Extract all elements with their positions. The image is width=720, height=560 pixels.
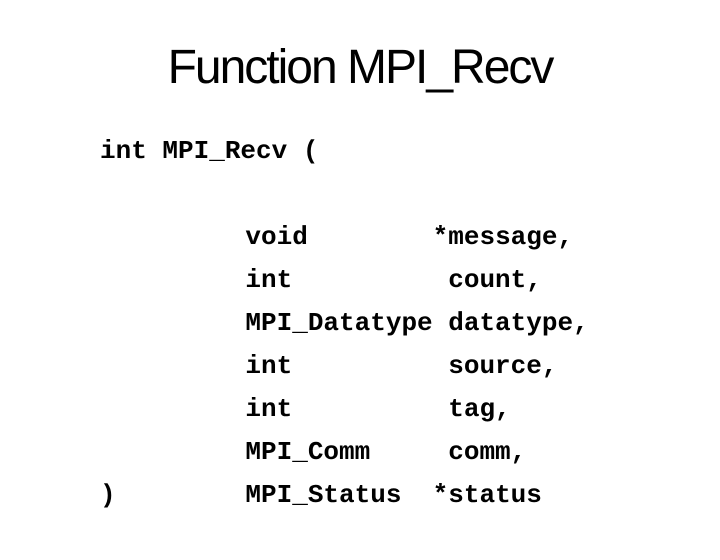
- param-type: int: [245, 394, 293, 424]
- param-row: MPI_Status *status: [100, 431, 589, 510]
- param-row: int count,: [100, 216, 589, 295]
- code-footer-line: ): [100, 480, 116, 510]
- param-row: MPI_Comm comm,: [100, 388, 589, 467]
- slide-title: Function MPI_Recv: [167, 41, 555, 94]
- param-type: int: [245, 351, 293, 381]
- param-name: *status: [432, 480, 542, 510]
- param-type: MPI_Datatype: [245, 308, 433, 338]
- param-name: comm,: [448, 437, 527, 467]
- code-header-line: int MPI_Recv (: [100, 136, 319, 166]
- param-type: void: [245, 222, 308, 252]
- param-name: source,: [448, 351, 558, 381]
- code-block: int MPI_Recv ( void *message, int count, M…: [100, 130, 589, 517]
- param-row: int source,: [100, 302, 589, 381]
- param-name: tag,: [448, 394, 511, 424]
- param-row: MPI_Datatype datatype,: [100, 259, 588, 338]
- param-name: *message,: [432, 222, 574, 252]
- param-type: MPI_Status: [245, 480, 402, 510]
- param-name: count,: [448, 265, 542, 295]
- param-row: int tag,: [100, 345, 589, 424]
- code-params: void *message, int count, MPI_Datatype data…: [100, 173, 589, 510]
- param-type: int: [245, 265, 293, 295]
- param-type: MPI_Comm: [245, 437, 371, 467]
- param-row: void *message,: [100, 173, 589, 252]
- slide: Function MPI_Recv int MPI_Recv ( void *me…: [100, 41, 589, 517]
- param-name: datatype,: [448, 308, 589, 338]
